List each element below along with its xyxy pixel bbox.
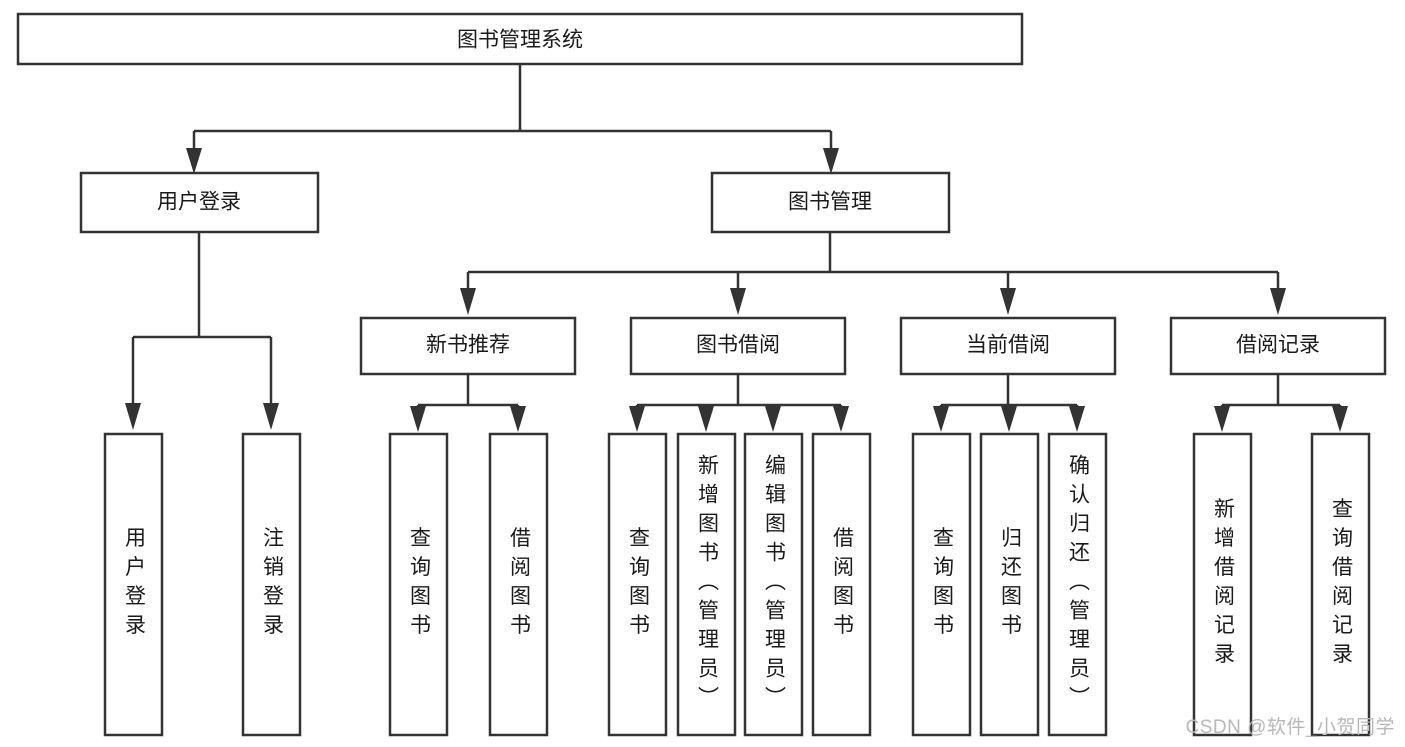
node-leaf-add-record[interactable]: 新增借阅记录 — [1192, 432, 1253, 737]
node-root-box[interactable] — [16, 12, 1024, 66]
node-leaf-add-book[interactable]: 新增图书（管理员） — [676, 432, 737, 737]
node-new-book-recommend-label: 新书推荐 — [426, 334, 510, 357]
node-current-borrow[interactable]: 当前借阅 — [899, 316, 1117, 376]
arrowhead-leaf-edit-book — [765, 406, 781, 432]
node-leaf-return-book-label: 归还图书 — [998, 527, 1022, 643]
node-leaf-add-record-label: 新增借阅记录 — [1211, 498, 1235, 672]
arrowhead-new-book-recommend — [460, 288, 476, 315]
arrowhead-leaf-query-book-1 — [410, 406, 426, 432]
node-user-login[interactable]: 用户登录 — [79, 171, 320, 234]
node-leaf-user-login-box[interactable] — [103, 432, 164, 737]
node-leaf-query-book-2-box[interactable] — [607, 432, 668, 737]
arrowhead-book-borrow — [730, 288, 746, 315]
arrowhead-leaf-user-logout — [263, 403, 279, 430]
node-leaf-add-book-label: 新增图书（管理员） — [695, 454, 719, 715]
node-new-book-recommend-box[interactable] — [359, 316, 577, 376]
node-book-management[interactable]: 图书管理 — [710, 171, 951, 234]
node-leaf-edit-book-label: 编辑图书（管理员） — [762, 454, 786, 715]
node-leaf-query-record-label: 查询借阅记录 — [1329, 498, 1353, 672]
arrowhead-leaf-add-book — [698, 406, 714, 432]
node-leaf-borrow-book-2[interactable]: 借阅图书 — [811, 432, 872, 737]
node-leaf-borrow-book-2-label: 借阅图书 — [830, 527, 854, 643]
node-current-borrow-label: 当前借阅 — [966, 334, 1050, 357]
node-borrow-record[interactable]: 借阅记录 — [1169, 316, 1387, 376]
node-user-login-box[interactable] — [79, 171, 320, 234]
node-leaf-query-book-1-box[interactable] — [388, 432, 449, 737]
watermark: CSDN @软件_小贺同学 — [1185, 717, 1395, 738]
node-leaf-user-login-label: 用户登录 — [122, 527, 146, 643]
node-leaf-user-login[interactable]: 用户登录 — [103, 432, 164, 737]
node-leaf-edit-book[interactable]: 编辑图书（管理员） — [743, 432, 804, 737]
node-book-borrow-label: 图书借阅 — [696, 334, 780, 357]
arrowhead-current-borrow — [1000, 288, 1016, 315]
node-leaf-borrow-book-1-box[interactable] — [488, 432, 549, 737]
arrowhead-leaf-query-book-3 — [933, 406, 949, 432]
node-book-borrow-box[interactable] — [629, 316, 847, 376]
arrowhead-leaf-user-login — [125, 403, 141, 430]
arrowhead-leaf-confirm-return — [1069, 406, 1085, 432]
node-borrow-record-box[interactable] — [1169, 316, 1387, 376]
node-leaf-query-book-3-label: 查询图书 — [930, 527, 954, 643]
node-leaf-return-book-box[interactable] — [979, 432, 1040, 737]
node-leaf-user-logout[interactable]: 注销登录 — [241, 432, 302, 737]
arrowhead-leaf-borrow-book-1 — [510, 406, 526, 432]
node-leaf-borrow-book-2-box[interactable] — [811, 432, 872, 737]
connector-layer — [125, 64, 1348, 432]
node-leaf-user-logout-label: 注销登录 — [260, 527, 284, 643]
arrowhead-user-login — [186, 148, 202, 174]
node-leaf-return-book[interactable]: 归还图书 — [979, 432, 1040, 737]
node-book-borrow[interactable]: 图书借阅 — [629, 316, 847, 376]
node-root[interactable]: 图书管理系统 — [16, 12, 1024, 66]
node-leaf-query-book-3-box[interactable] — [911, 432, 972, 737]
node-leaf-add-book-box[interactable] — [676, 432, 737, 737]
arrowhead-leaf-query-record — [1332, 406, 1348, 432]
node-leaf-user-logout-box[interactable] — [241, 432, 302, 737]
arrowhead-book-management — [823, 148, 839, 174]
node-book-management-box[interactable] — [710, 171, 951, 234]
node-leaf-query-book-1-label: 查询图书 — [407, 527, 431, 643]
arrowhead-leaf-borrow-book-2 — [833, 406, 849, 432]
node-leaf-query-record-box[interactable] — [1310, 432, 1371, 737]
arrowhead-leaf-query-book-2 — [629, 406, 645, 432]
node-current-borrow-box[interactable] — [899, 316, 1117, 376]
node-leaf-confirm-return-box[interactable] — [1047, 432, 1108, 737]
node-new-book-recommend[interactable]: 新书推荐 — [359, 316, 577, 376]
node-user-login-label: 用户登录 — [157, 191, 241, 214]
node-leaf-query-book-3[interactable]: 查询图书 — [911, 432, 972, 737]
node-book-management-label: 图书管理 — [788, 191, 872, 214]
node-leaf-confirm-return[interactable]: 确认归还（管理员） — [1047, 432, 1108, 737]
arrowhead-borrow-record — [1270, 288, 1286, 315]
node-leaf-add-record-box[interactable] — [1192, 432, 1253, 737]
node-leaf-borrow-book-1-label: 借阅图书 — [507, 527, 531, 643]
node-leaf-query-book-2-label: 查询图书 — [626, 527, 650, 643]
node-borrow-record-label: 借阅记录 — [1236, 334, 1320, 357]
node-leaf-borrow-book-1[interactable]: 借阅图书 — [488, 432, 549, 737]
node-leaf-query-book-1[interactable]: 查询图书 — [388, 432, 449, 737]
arrowhead-leaf-return-book — [1001, 406, 1017, 432]
arrowhead-leaf-add-record — [1214, 406, 1230, 432]
node-leaf-query-book-2[interactable]: 查询图书 — [607, 432, 668, 737]
node-leaf-confirm-return-label: 确认归还（管理员） — [1066, 454, 1090, 715]
node-leaf-query-record[interactable]: 查询借阅记录 — [1310, 432, 1371, 737]
node-leaf-edit-book-box[interactable] — [743, 432, 804, 737]
node-root-label: 图书管理系统 — [457, 29, 583, 52]
